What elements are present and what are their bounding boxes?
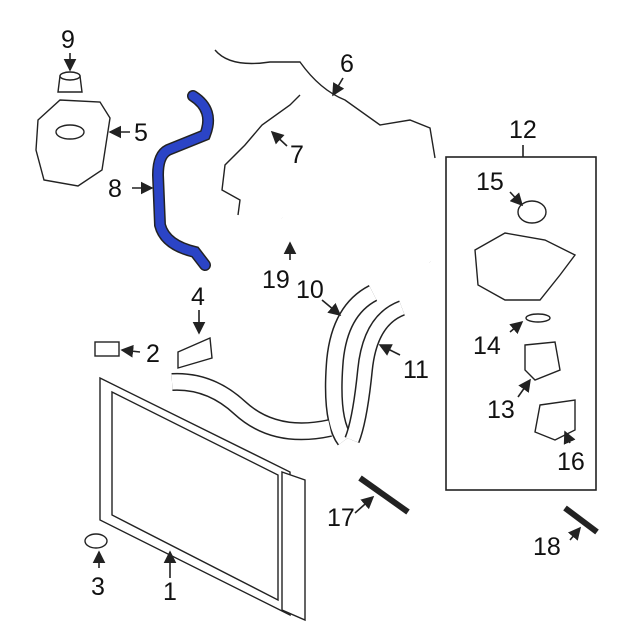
callout-3: 3	[91, 573, 105, 601]
callout-11: 11	[403, 356, 429, 384]
part-6-tube[interactable]	[214, 49, 436, 159]
part-15-ring[interactable]	[517, 200, 547, 224]
callout-9: 9	[61, 26, 75, 54]
part-1-radiator[interactable]	[99, 376, 306, 622]
callout-15: 15	[476, 168, 504, 196]
callout-4: 4	[191, 283, 205, 311]
part-2-bracket[interactable]	[94, 341, 120, 357]
part-14-gasket[interactable]	[525, 313, 551, 323]
part-3-plug[interactable]	[84, 533, 108, 549]
callout-17: 17	[327, 504, 355, 532]
callout-13: 13	[487, 396, 515, 424]
callout-12: 12	[509, 116, 537, 144]
part-18-bolt[interactable]	[563, 505, 599, 535]
callout-1: 1	[163, 578, 177, 606]
part-13-thermostat[interactable]	[524, 341, 561, 381]
callout-6: 6	[340, 50, 354, 78]
callout-5: 5	[134, 119, 148, 147]
part-17-bolt[interactable]	[358, 475, 410, 515]
part-4-bracket[interactable]	[177, 336, 213, 369]
leader-lines	[63, 53, 582, 578]
callout-2: 2	[146, 340, 160, 368]
callout-8: 8	[108, 175, 122, 203]
part-12-housing[interactable]	[474, 232, 577, 301]
callout-10: 10	[296, 276, 324, 304]
part-12-group-box	[445, 156, 597, 491]
part-5-reservoir[interactable]	[35, 99, 111, 187]
callout-7: 7	[290, 141, 304, 169]
part-9-cap[interactable]	[57, 71, 83, 93]
callout-14: 14	[473, 332, 501, 360]
callout-16: 16	[557, 448, 585, 476]
part-7-tube[interactable]	[221, 94, 301, 216]
part-16-outlet[interactable]	[534, 399, 576, 441]
callout-19: 19	[262, 266, 290, 294]
callout-18: 18	[533, 533, 561, 561]
